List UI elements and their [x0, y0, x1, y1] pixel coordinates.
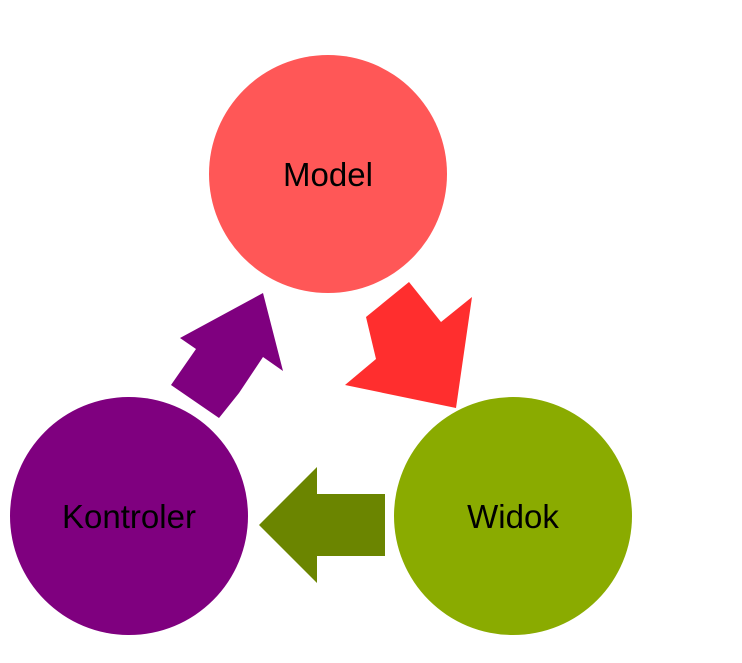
- arrow-model-to-widok: [345, 282, 472, 408]
- node-model: Model: [209, 55, 447, 293]
- node-model-circle: [209, 55, 447, 293]
- node-kontroler-label: Kontroler: [62, 498, 196, 535]
- node-kontroler-circle: [10, 397, 248, 635]
- arrow-widok-to-kontroler: [259, 467, 385, 583]
- node-widok-circle: [394, 397, 632, 635]
- node-widok-label: Widok: [467, 498, 559, 535]
- node-kontroler: Kontroler: [10, 397, 248, 635]
- node-widok: Widok: [394, 397, 632, 635]
- node-model-label: Model: [283, 156, 373, 193]
- arrow-kontroler-to-model: [171, 293, 283, 418]
